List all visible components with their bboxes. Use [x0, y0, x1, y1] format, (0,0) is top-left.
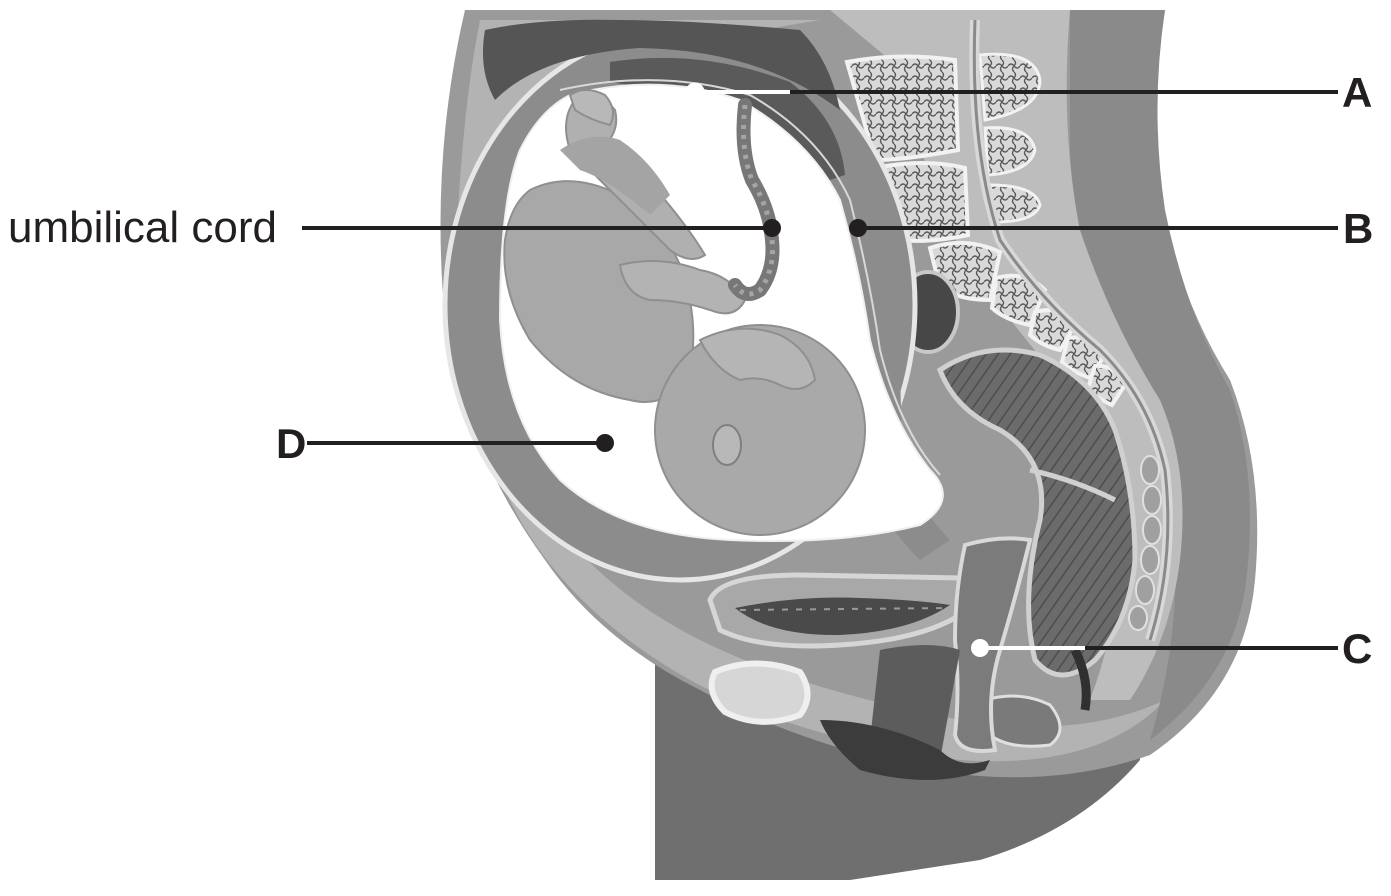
pointer-dot-umbilical-cord [763, 219, 781, 237]
label-a: A [1342, 72, 1372, 114]
anal-canal [985, 696, 1060, 746]
label-b: B [1343, 208, 1373, 250]
label-d: D [276, 423, 306, 465]
pointer-dot-b [849, 219, 867, 237]
label-c: C [1342, 628, 1372, 670]
pointer-dot-a [686, 83, 704, 101]
pointer-dot-c [971, 639, 989, 657]
pubic-bone [712, 664, 808, 722]
pointer-dot-d [596, 434, 614, 452]
label-umbilical-cord: umbilical cord [8, 206, 277, 250]
